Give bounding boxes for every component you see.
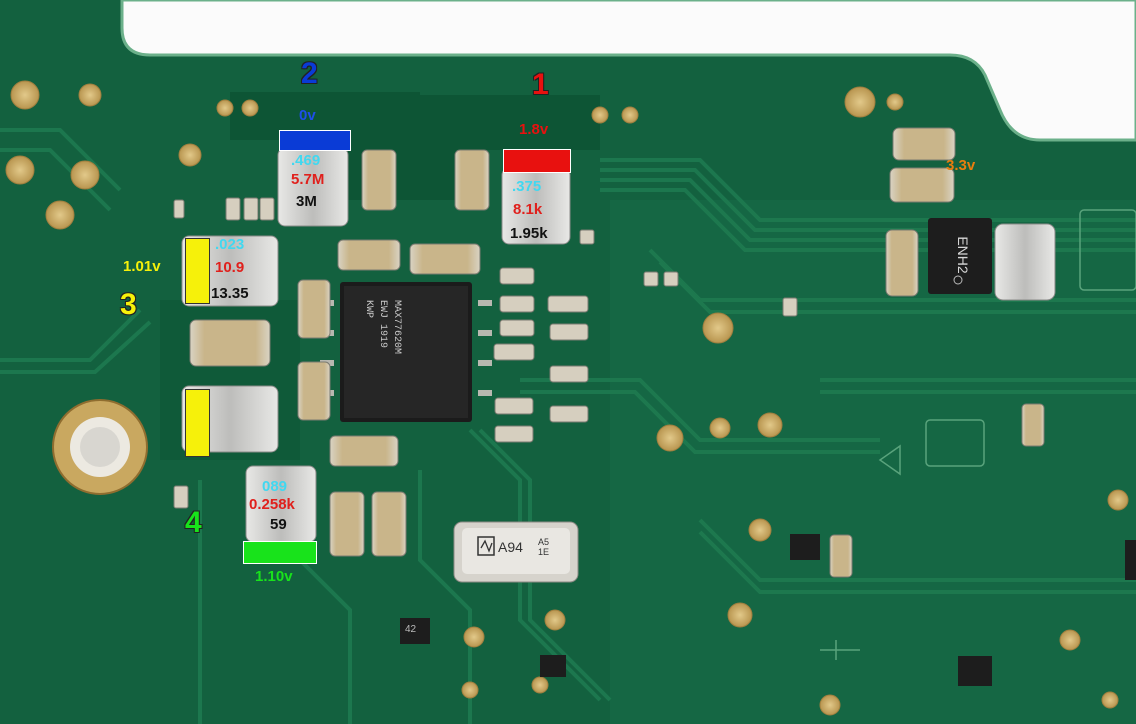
point-2-voltage: 0v <box>299 107 316 124</box>
point-1-voltage: 1.8v <box>519 121 549 138</box>
point-3-number: 3 <box>120 288 137 321</box>
point-1-marker <box>503 149 571 173</box>
regulator-marking: ENH2 <box>955 236 971 274</box>
point-2-value-1: .469 <box>291 152 321 169</box>
point-4-marker <box>243 541 317 564</box>
point-3-value-3: 13.35 <box>211 285 249 302</box>
point-1-value-2: 8.1k <box>513 201 543 218</box>
transistor-marking: 42 <box>405 624 417 635</box>
point-3-marker-upper <box>185 238 210 304</box>
point-2-value-3: 3M <box>296 193 317 210</box>
point-1-number: 1 <box>532 68 549 101</box>
crystal-marking-small: A5 1E <box>538 537 550 557</box>
point-2-marker <box>279 130 351 151</box>
point-4-voltage: 1.10v <box>255 568 293 585</box>
point-1-value-1: .375 <box>512 178 542 195</box>
supply-voltage: 3.3v <box>946 157 976 174</box>
point-1-value-3: 1.95k <box>510 225 548 242</box>
point-3-voltage: 1.01v <box>123 258 161 275</box>
point-3-marker-lower <box>185 389 210 457</box>
svg-text:MAX77620M: MAX77620M <box>391 300 402 354</box>
svg-text:EWJ 1919: EWJ 1919 <box>377 300 388 348</box>
point-4-value-1: 089 <box>262 478 288 495</box>
point-3-value-1: .023 <box>215 236 245 253</box>
point-2-number: 2 <box>301 57 318 90</box>
point-4-value-3: 59 <box>270 516 287 533</box>
point-2-value-2: 5.7M <box>291 171 325 188</box>
crystal-marking: A94 <box>498 539 523 555</box>
point-4-number: 4 <box>185 506 202 539</box>
svg-text:KWP: KWP <box>363 300 374 318</box>
point-4-value-2: 0.258k <box>249 496 295 513</box>
point-3-value-2: 10.9 <box>215 259 245 276</box>
